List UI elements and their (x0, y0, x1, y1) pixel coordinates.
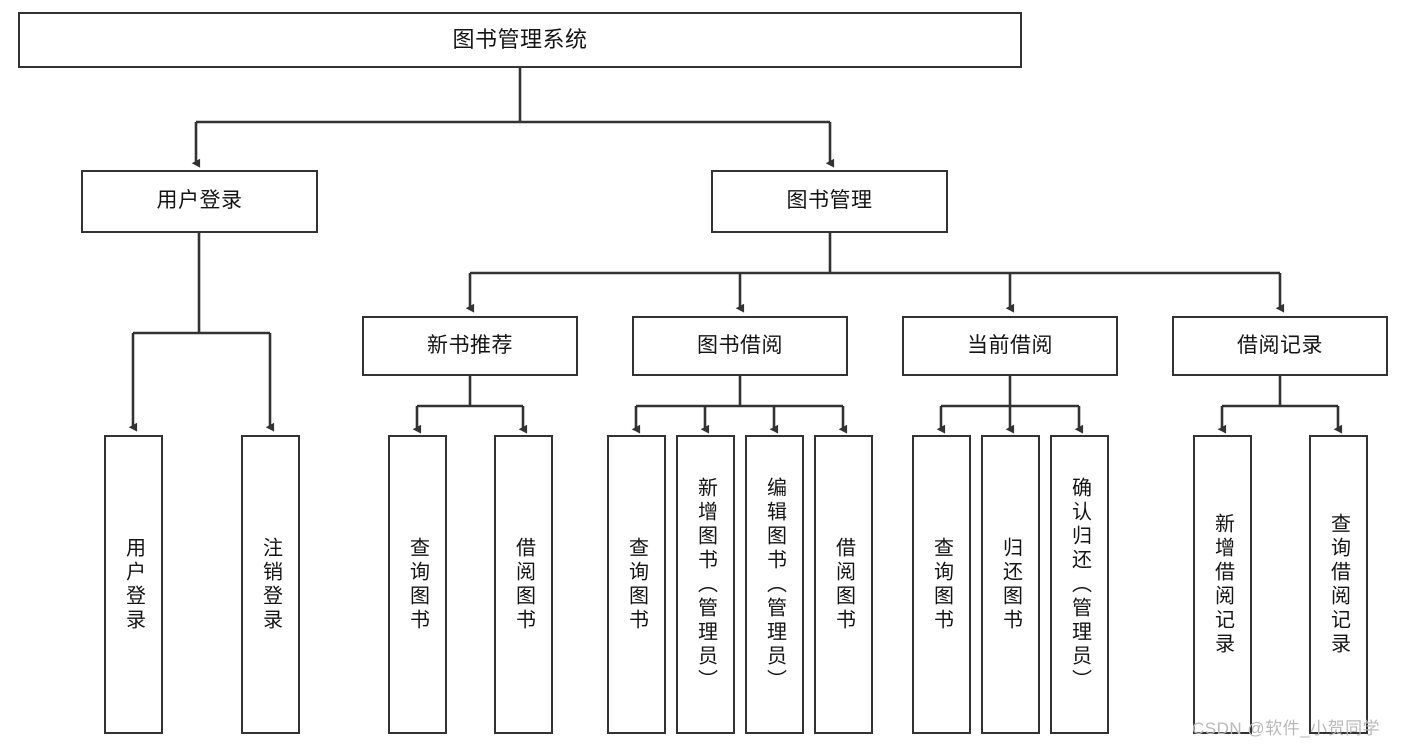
node-leaf-return-book[interactable]: 归还图书 (981, 435, 1040, 734)
node-current-borrow[interactable]: 当前借阅 (902, 316, 1118, 376)
node-leaf-borrow-book-2[interactable]: 借阅图书 (814, 435, 873, 734)
connector-group-user-login (128, 233, 275, 432)
node-root-book-management-system[interactable]: 图书管理系统 (18, 12, 1022, 68)
connector-group-new-book-recommend (412, 376, 528, 434)
node-leaf-edit-book[interactable]: 编辑图书（管理员） (745, 435, 804, 734)
connector-group-root (191, 68, 835, 168)
node-leaf-add-record-label: 新增借阅记录 (1211, 512, 1234, 657)
node-current-borrow-label: 当前借阅 (967, 333, 1053, 357)
node-leaf-confirm-return[interactable]: 确认归还（管理员） (1050, 435, 1109, 734)
node-leaf-query-book-2[interactable]: 查询图书 (607, 435, 666, 734)
node-leaf-return-book-label: 归还图书 (999, 536, 1022, 633)
node-leaf-borrow-book-1-label: 借阅图书 (512, 536, 535, 633)
node-borrow-record-label: 借阅记录 (1237, 333, 1323, 357)
node-borrow-record[interactable]: 借阅记录 (1172, 316, 1388, 376)
node-leaf-add-record[interactable]: 新增借阅记录 (1193, 435, 1252, 734)
node-book-borrow-label: 图书借阅 (697, 333, 783, 357)
node-leaf-user-login-label: 用户登录 (122, 536, 145, 633)
node-book-management[interactable]: 图书管理 (711, 170, 948, 233)
connector-group-book-borrow (631, 376, 848, 434)
node-book-borrow[interactable]: 图书借阅 (632, 316, 848, 376)
node-leaf-borrow-book-2-label: 借阅图书 (832, 536, 855, 633)
node-new-book-recommend-label: 新书推荐 (427, 333, 513, 357)
node-leaf-query-book-1[interactable]: 查询图书 (388, 435, 447, 734)
node-leaf-query-book-3-label: 查询图书 (930, 536, 953, 633)
node-book-management-label: 图书管理 (786, 189, 873, 213)
node-user-login[interactable]: 用户登录 (81, 170, 318, 233)
connector-group-current-borrow (936, 376, 1084, 434)
connector-group-borrow-record (1217, 376, 1343, 434)
connector-group-book-management (465, 233, 1285, 313)
node-leaf-query-book-1-label: 查询图书 (406, 536, 429, 633)
node-leaf-add-book-label: 新增图书（管理员） (694, 476, 717, 693)
node-leaf-query-book-2-label: 查询图书 (625, 536, 648, 633)
node-leaf-user-logout-label: 注销登录 (259, 536, 282, 633)
node-leaf-query-book-3[interactable]: 查询图书 (912, 435, 971, 734)
node-root-label: 图书管理系统 (452, 27, 588, 53)
node-leaf-confirm-return-label: 确认归还（管理员） (1068, 476, 1091, 693)
node-leaf-add-book[interactable]: 新增图书（管理员） (676, 435, 735, 734)
node-leaf-user-logout[interactable]: 注销登录 (241, 435, 300, 734)
node-leaf-query-record[interactable]: 查询借阅记录 (1309, 435, 1368, 734)
node-user-login-label: 用户登录 (156, 189, 243, 213)
node-leaf-borrow-book-1[interactable]: 借阅图书 (494, 435, 553, 734)
node-leaf-edit-book-label: 编辑图书（管理员） (763, 476, 786, 693)
node-leaf-user-login[interactable]: 用户登录 (104, 435, 163, 734)
node-new-book-recommend[interactable]: 新书推荐 (362, 316, 578, 376)
node-leaf-query-record-label: 查询借阅记录 (1327, 512, 1350, 657)
